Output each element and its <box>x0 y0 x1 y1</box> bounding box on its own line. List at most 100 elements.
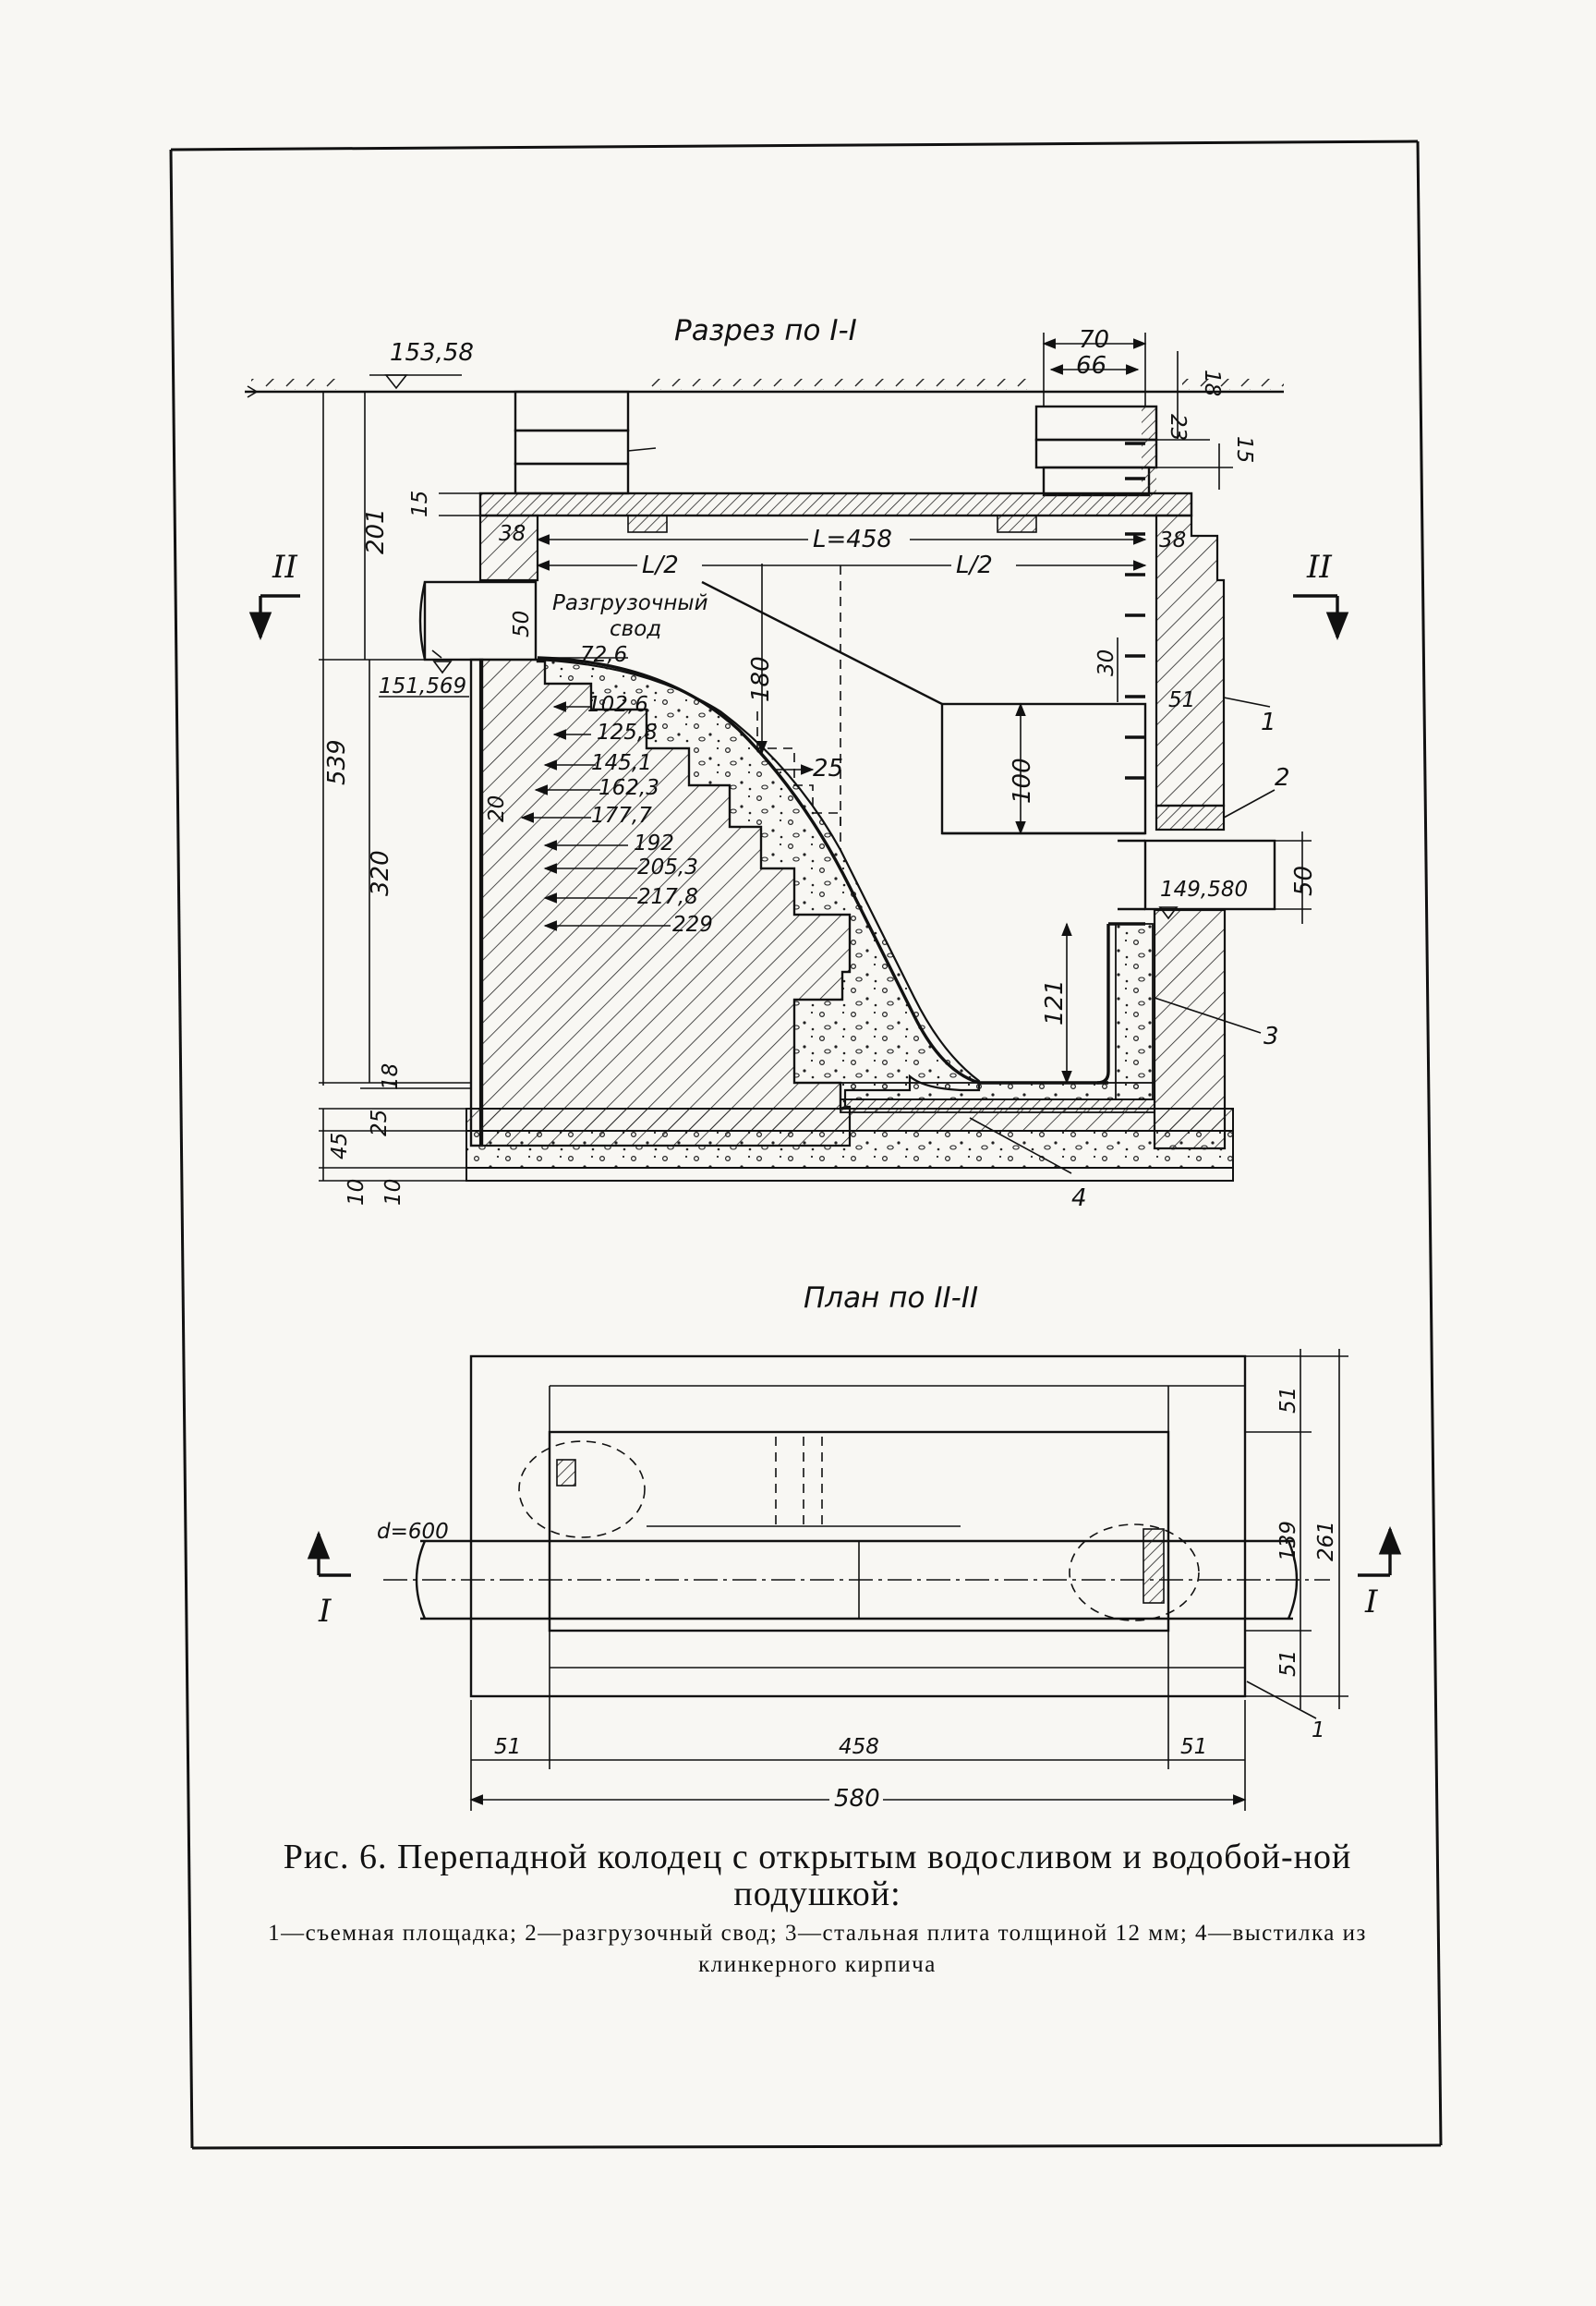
callout-4: 4 <box>1071 1184 1087 1212</box>
plan-section-marker-left: I <box>307 1530 351 1630</box>
ground-elevation: 153,58 <box>390 339 474 367</box>
right-wall <box>1145 514 1226 807</box>
ordinate-72-6: 72,6 <box>580 643 627 667</box>
section-marker-left-label: II <box>272 549 297 586</box>
dim-201: 201 <box>362 508 390 554</box>
dim-15-right: 15 <box>1232 436 1256 463</box>
hatch-dimensions: 70 66 18 23 15 <box>1042 326 1256 490</box>
dim-51: 51 <box>1168 688 1195 712</box>
plan-outer-wall <box>469 1354 1247 1698</box>
plan-title: План по II-II <box>804 1281 978 1315</box>
inlet-elevation-mark: 151,569 <box>379 661 469 698</box>
section-marker-left: II <box>248 549 300 641</box>
outlet-elevation: 149,580 <box>1160 878 1248 902</box>
dim-10-a: 10 <box>345 1179 369 1206</box>
dim-458: 458 <box>839 1735 879 1759</box>
dim-50-right: 50 <box>1290 866 1318 896</box>
dim-121: 121 <box>1041 979 1069 1026</box>
span-dimension: L=458 L/2 L/2 <box>536 525 1147 850</box>
ordinate-177-7: 177,7 <box>591 804 652 828</box>
left-wall-upper <box>478 514 539 582</box>
ordinate-145-1: 145,1 <box>591 751 652 775</box>
relief-arch-chute <box>701 580 1147 835</box>
weir-profile-ordinates: 72,6 102,6 125,8 145,1 162,3 177,7 192 2… <box>485 643 713 937</box>
right-manhole-neck <box>1034 405 1158 497</box>
dim-38-right: 38 <box>1159 528 1186 552</box>
relief-arch-label-1: Разгрузочный <box>552 591 708 615</box>
cover-slab <box>478 492 1193 517</box>
dim-539: 539 <box>323 739 351 785</box>
dim-15-left: 15 <box>408 491 432 517</box>
dim-51-bottom: 51 <box>1276 1650 1300 1677</box>
dim-139: 139 <box>1276 1521 1300 1561</box>
dim-70: 70 <box>1079 326 1109 354</box>
dim-18-top: 18 <box>1200 370 1224 396</box>
pipe-diameter: d=600 <box>377 1520 449 1544</box>
plan-right-dimensions: 51 139 261 51 1 <box>1245 1349 1348 1742</box>
section-marker-right: II <box>1293 549 1349 641</box>
plan-callout-1: 1 <box>1312 1718 1325 1742</box>
span-L: L=458 <box>813 526 892 553</box>
dim-320: 320 <box>367 850 394 896</box>
plan-view: План по II-II d=600 <box>307 1281 1402 1813</box>
dim-50-left: 50 <box>510 611 534 637</box>
plan-pipe: d=600 <box>377 1520 1330 1620</box>
dim-100: 100 <box>1009 758 1036 804</box>
dim-261: 261 <box>1314 1521 1338 1561</box>
ordinate-205-3: 205,3 <box>637 856 698 880</box>
dim-10-b: 10 <box>381 1179 405 1206</box>
figure-caption: Рис. 6. Перепадной колодец с открытым во… <box>249 1839 1385 1981</box>
dim-45: 45 <box>328 1133 352 1159</box>
ordinate-229: 229 <box>672 913 713 937</box>
section-callouts: 1 2 3 4 <box>969 697 1290 1212</box>
section-title: Разрез по I-I <box>674 314 857 347</box>
left-dimension-chain: 201 539 320 18 45 25 10 10 <box>319 391 480 1206</box>
ordinate-192: 192 <box>634 831 674 856</box>
dim-38-left: 38 <box>499 522 526 546</box>
ordinate-162-3: 162,3 <box>598 776 659 800</box>
foundation-slab <box>466 1108 1234 1182</box>
inlet-elevation: 151,569 <box>379 674 466 698</box>
plan-section-left-label: I <box>318 1593 332 1630</box>
dim-20: 20 <box>485 795 509 822</box>
relief-arch-block <box>1155 804 1226 831</box>
right-hatch-outline <box>1069 1523 1200 1621</box>
outlet-elevation-mark: 149,580 50 <box>1158 831 1318 924</box>
callout-1: 1 <box>1261 709 1276 736</box>
dim-51-left: 51 <box>494 1735 521 1759</box>
dim-23: 23 <box>1166 414 1190 441</box>
outlet-pipe <box>1118 839 1276 911</box>
dim-25-base: 25 <box>368 1110 392 1136</box>
ordinate-125-8: 125,8 <box>597 721 658 745</box>
caption-title: Рис. 6. Перепадной колодец с открытым во… <box>283 1838 1352 1913</box>
callout-3: 3 <box>1264 1023 1279 1050</box>
dim-66: 66 <box>1076 352 1106 380</box>
dim-51-top: 51 <box>1276 1387 1300 1414</box>
weir-concrete-fill <box>536 658 981 1111</box>
left-manhole-neck <box>514 390 657 495</box>
caption-legend: 1—съемная площадка; 2—разгрузочный свод;… <box>268 1921 1367 1977</box>
relief-arch-label-2: свод <box>610 617 661 641</box>
ordinate-102-6: 102,6 <box>587 693 648 717</box>
dim-18-bottom: 18 <box>379 1063 403 1090</box>
section-marker-right-label: II <box>1306 549 1332 586</box>
half-span-left: L/2 <box>642 552 679 579</box>
dim-30: 30 <box>1094 649 1118 676</box>
plan-section-marker-right: I <box>1358 1525 1402 1620</box>
section-view: Разрез по I-I 153,58 <box>245 314 1349 1212</box>
half-span-right: L/2 <box>956 552 993 579</box>
plan-section-right-label: I <box>1364 1584 1378 1620</box>
callout-2: 2 <box>1275 764 1290 792</box>
dim-25: 25 <box>813 755 843 783</box>
ground-surface <box>245 379 1284 398</box>
ground-level-mark: 153,58 <box>369 339 474 390</box>
page-frame <box>169 140 1443 2150</box>
dim-580: 580 <box>834 1785 880 1813</box>
plan-bottom-dimensions: 51 458 51 580 <box>469 1700 1247 1813</box>
left-hatch-outline <box>518 1440 646 1538</box>
dim-180: 180 <box>747 656 775 702</box>
ladder-steps <box>1125 442 1145 780</box>
ordinate-217-8: 217,8 <box>637 885 698 909</box>
dim-51-right: 51 <box>1180 1735 1207 1759</box>
